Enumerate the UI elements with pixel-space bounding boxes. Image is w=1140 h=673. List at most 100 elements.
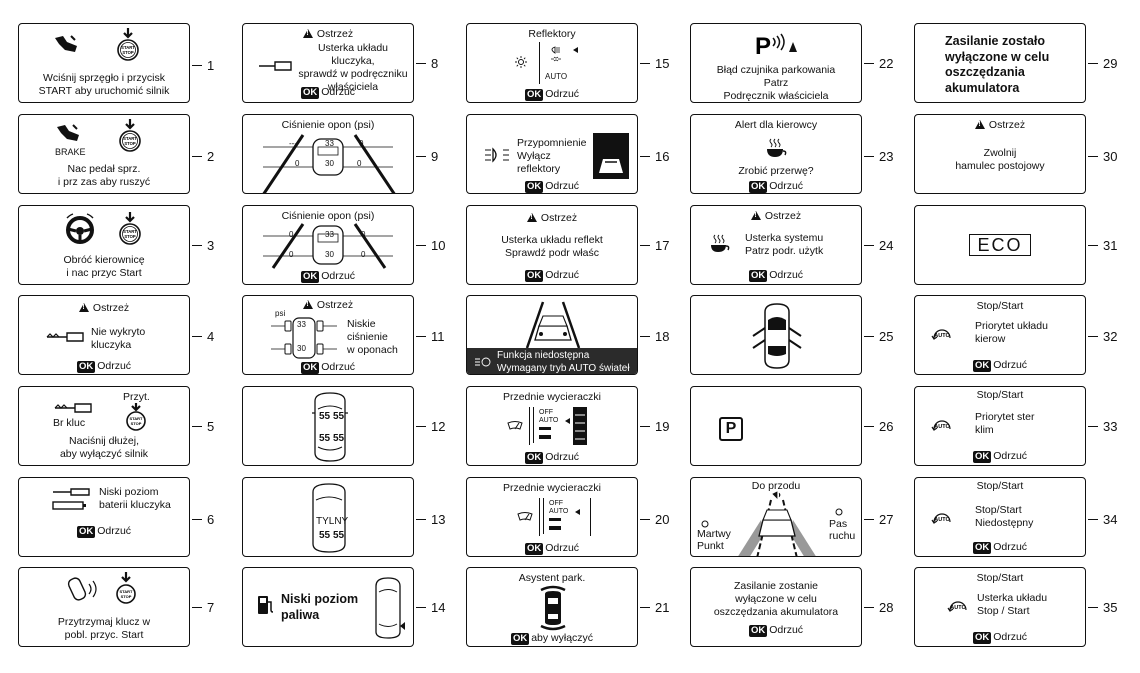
- center-value-1: 33: [325, 230, 334, 239]
- message-line-2: Stop / Start: [977, 605, 1030, 618]
- warning-icon: [302, 300, 313, 309]
- action-label: Odrzuć: [993, 359, 1028, 371]
- panel-number: 3: [207, 238, 215, 253]
- message-line-2: aby wyłączyć silnik: [59, 448, 149, 461]
- message-line-1: Niskie: [347, 318, 376, 330]
- warning-icon: [302, 29, 313, 38]
- panel-number: 14: [431, 600, 446, 615]
- tire-value-4: 55: [333, 433, 345, 444]
- message-line-2: Sprawdź podr właśc: [505, 247, 599, 260]
- ok-badge: OK: [748, 625, 768, 637]
- panel-number: 8: [431, 56, 439, 71]
- tire-value-2: 55: [333, 411, 345, 422]
- center-value-2: 30: [325, 250, 334, 259]
- svg-text:AUTO: AUTO: [934, 333, 950, 339]
- panel-number: 20: [655, 512, 670, 527]
- action-label: Odrzuć: [993, 541, 1028, 553]
- panel-number: 6: [207, 512, 215, 527]
- svg-text:START: START: [119, 589, 133, 594]
- panel-number: 21: [655, 600, 670, 615]
- panel-number: 17: [655, 238, 670, 253]
- panel-title: Ostrzeż: [92, 302, 130, 314]
- panel-number: 9: [431, 149, 439, 164]
- road-car-icon: [525, 301, 581, 349]
- action-label: Odrzuć: [321, 361, 356, 373]
- panel-number: 23: [879, 149, 894, 164]
- warning-icon: [78, 303, 89, 312]
- center-value-2: 30: [297, 344, 306, 353]
- svg-text:AUTO: AUTO: [934, 424, 950, 430]
- svg-text:P: P: [755, 33, 771, 60]
- message-line-2: kluczyka: [91, 339, 132, 352]
- auto-label: AUTO: [549, 508, 569, 515]
- clutch-pedal-icon: [55, 35, 77, 52]
- action-label: Odrzuć: [97, 360, 132, 372]
- button-label: Przyt.: [123, 391, 150, 403]
- message-panel-9: Ciśnienie opon (psi) --- 0 0 0 33 30: [242, 114, 414, 194]
- car-open-doors-icon: [752, 303, 802, 369]
- action-label: Odrzuć: [769, 269, 804, 281]
- coffee-cup-icon: [767, 138, 787, 157]
- panel-title: Ostrzeż: [316, 28, 354, 40]
- svg-text:START: START: [123, 136, 137, 141]
- panel-number: 29: [1103, 56, 1118, 71]
- tire-rl-value: 0: [295, 159, 300, 168]
- action-label: Odrzuć: [993, 631, 1028, 643]
- pressure-unit: psi: [275, 309, 286, 318]
- message-line-1: Priorytet układu: [975, 320, 1048, 332]
- tire-pressure-diagram-icon: [262, 134, 396, 193]
- off-label: OFF: [549, 500, 563, 507]
- car-tires-icon: [271, 317, 337, 359]
- blind-spot-lanes-icon: [701, 491, 843, 556]
- panel-number: 2: [207, 149, 215, 164]
- message-line-2: kierow: [975, 333, 1006, 346]
- tire-fl-value: 0: [289, 230, 294, 239]
- message-line-2: pobl. przyc. Start: [64, 629, 144, 642]
- auto-label: AUTO: [545, 72, 568, 81]
- headlight-selector: [539, 42, 584, 84]
- action-label: Odrzuć: [97, 525, 132, 537]
- message-panel-31: ECO: [914, 205, 1086, 285]
- panel-title: Stop/Start: [976, 389, 1024, 401]
- action-label: Odrzuć: [993, 450, 1028, 462]
- ok-badge: OK: [524, 452, 544, 464]
- ok-badge: OK: [972, 632, 992, 644]
- action-label: Odrzuć: [769, 180, 804, 192]
- message-panel-22: P Błąd czujnika parkowania Patrz Podręcz…: [690, 23, 862, 103]
- message-line-3: oszczędzania: [945, 65, 1025, 80]
- panel-title: Przednie wycieraczki: [502, 482, 602, 494]
- stop-start-auto-icon: AUTO: [931, 329, 951, 340]
- tire-fr-value: 0: [359, 139, 364, 148]
- panel-title: Asystent park.: [518, 572, 586, 584]
- message-line-1: Stop/Start: [975, 504, 1022, 516]
- action-label: Odrzuć: [321, 270, 356, 282]
- message-line-1: Wciśnij sprzęgło i przycisk: [43, 72, 165, 84]
- message-line-1: Usterka układu reflekt: [501, 234, 603, 246]
- message-line-2: klim: [975, 424, 994, 437]
- ok-badge: OK: [524, 181, 544, 193]
- auto-headlight-icon: [475, 357, 491, 367]
- panel-number: 24: [879, 238, 894, 253]
- panel-number: 11: [431, 329, 445, 344]
- center-value-1: 33: [325, 139, 334, 148]
- low-key-battery-icon: [52, 488, 90, 510]
- message-line-3: reflektory: [517, 163, 561, 176]
- panel-number: 25: [879, 329, 894, 344]
- message-line-1: Przytrzymaj klucz w: [57, 616, 151, 628]
- panel-number: 10: [431, 238, 446, 253]
- message-line-2: START aby uruchomić silnik: [38, 85, 170, 98]
- key-label: Br kluc: [53, 417, 86, 429]
- message-panel-27: Do przodu Martwy Punkt Pas ruchu: [690, 477, 862, 557]
